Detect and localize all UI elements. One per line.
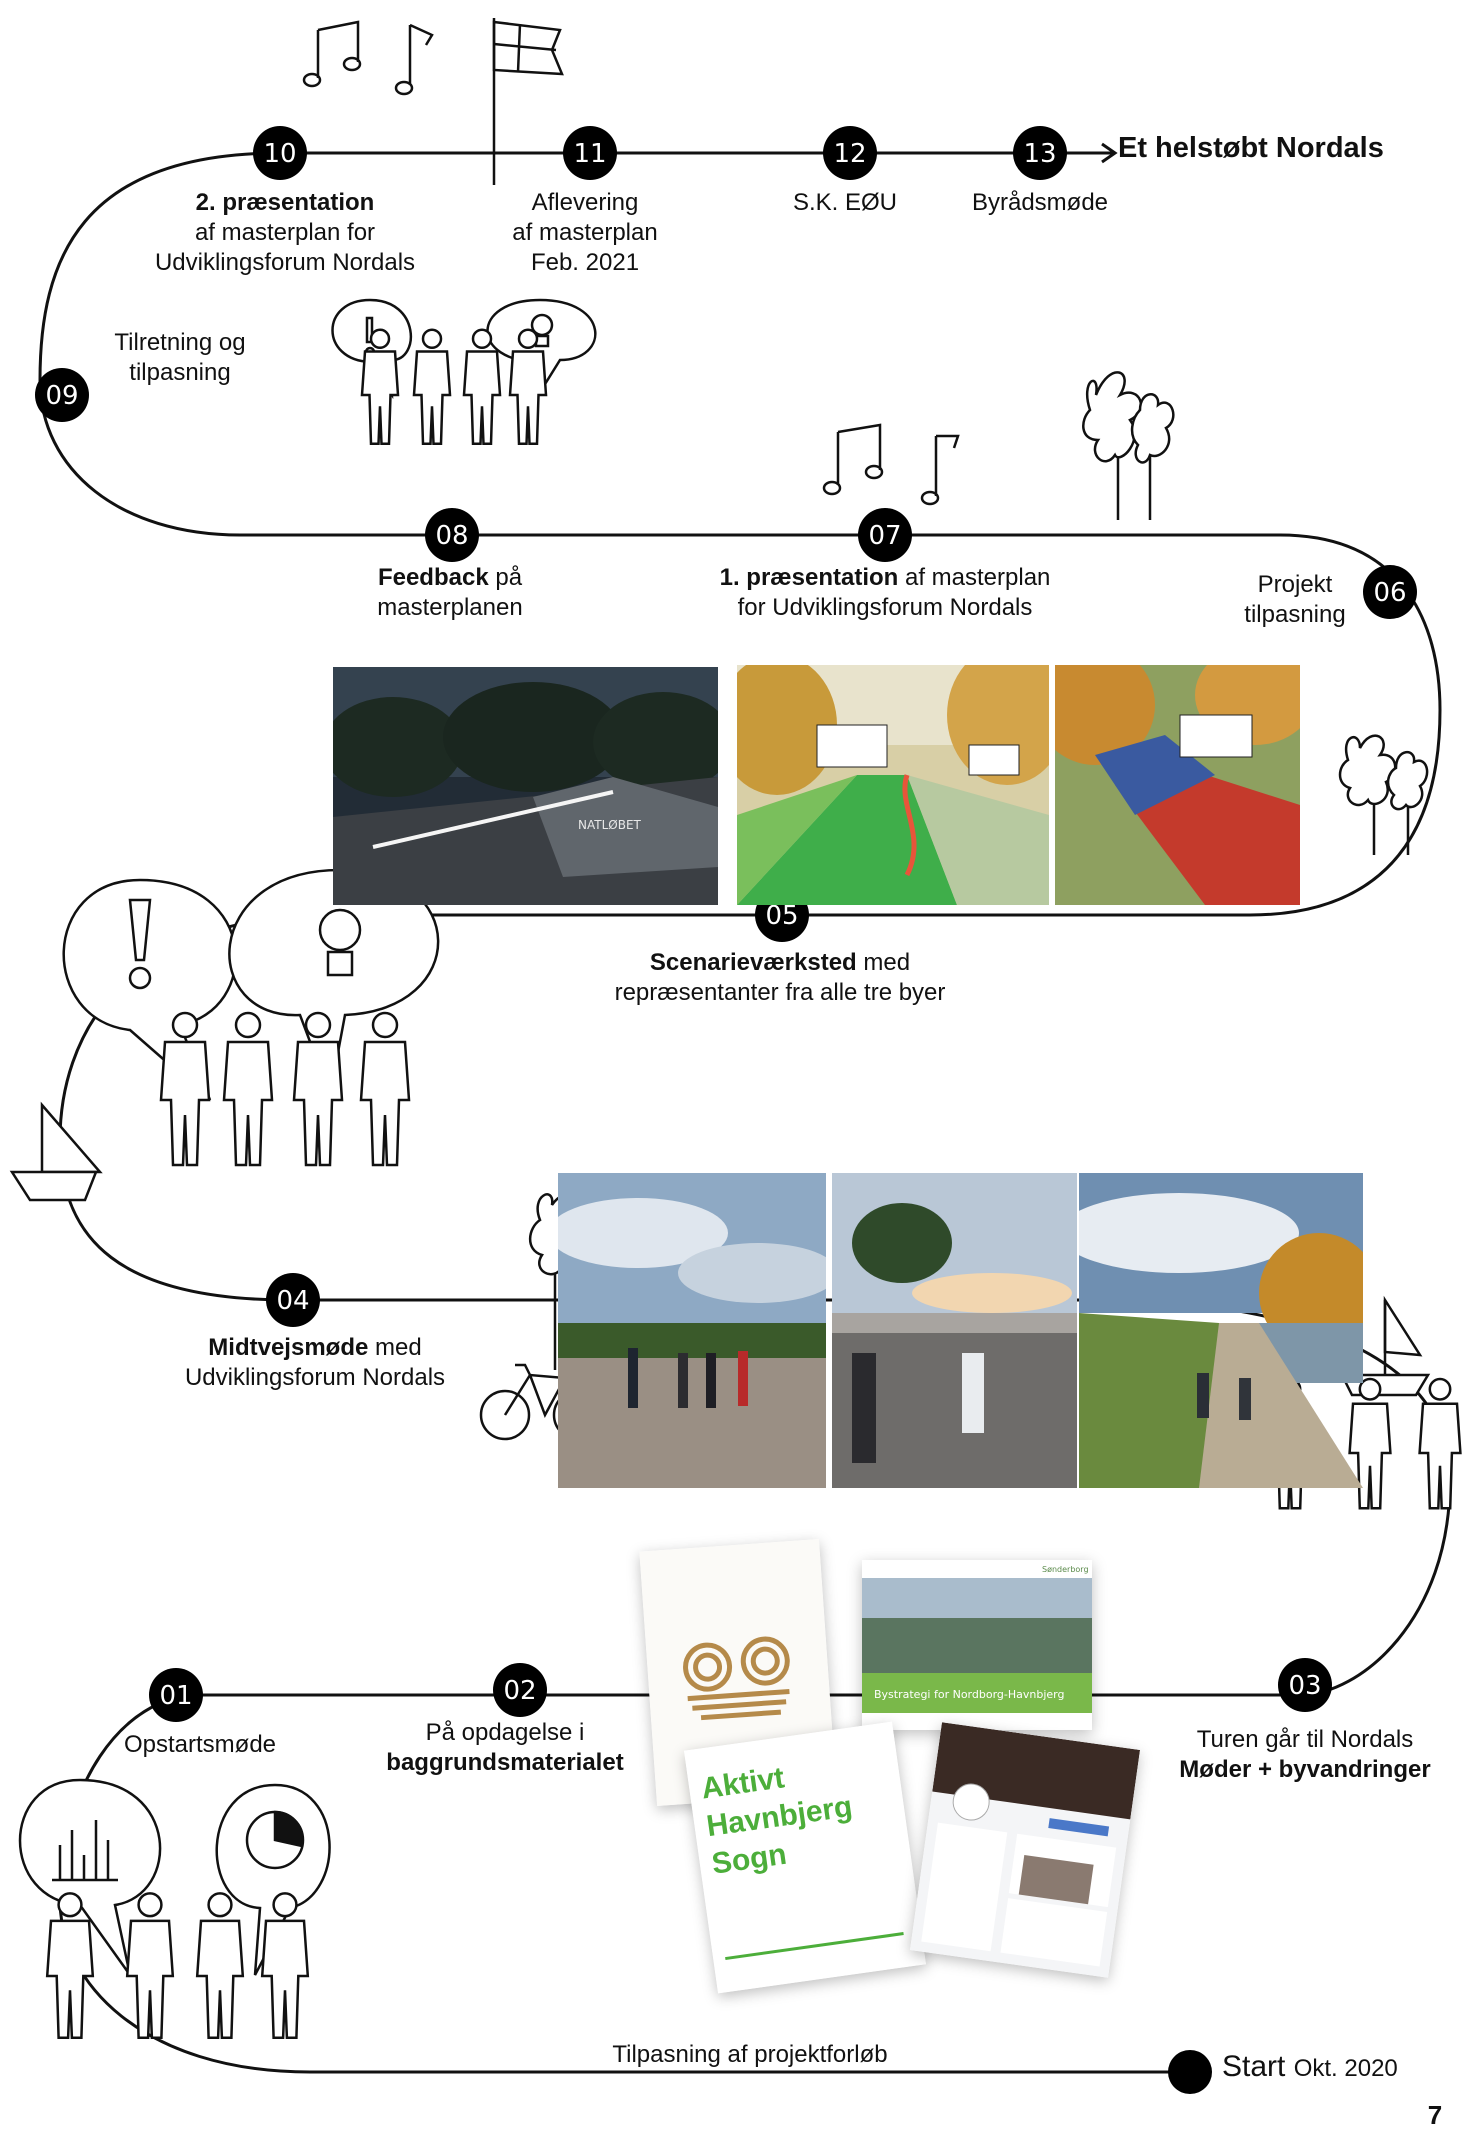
milestone-12-label: S.K. EØU bbox=[792, 189, 898, 216]
speech-bubble-chart bbox=[18, 1778, 162, 1976]
milestone-badge-09: 09 bbox=[35, 368, 89, 422]
meeting-photo-1 bbox=[558, 1173, 826, 1488]
sonderborg-logo: Sønderborg bbox=[1042, 1565, 1089, 1574]
red-path-rendering bbox=[1055, 665, 1300, 905]
milestone-badge-07: 07 bbox=[858, 508, 912, 562]
milestone-number-04: 04 bbox=[276, 1286, 309, 1316]
bystrategi-title: Bystrategi for Nordborg-Havnbjerg bbox=[874, 1688, 1064, 1701]
bottom-line-label: Tilpasning af projektforløb bbox=[612, 2041, 888, 2068]
people-group-start bbox=[45, 1892, 310, 2039]
milestone-number-01: 01 bbox=[159, 1681, 192, 1711]
milestone-badge-03: 03 bbox=[1278, 1658, 1332, 1712]
trees-icon-2 bbox=[1338, 734, 1429, 855]
music-notes-icon bbox=[302, 20, 434, 96]
milestone-number-05: 05 bbox=[765, 901, 798, 931]
speech-bubble-pie-chart bbox=[215, 1783, 331, 1976]
people-group-feedback bbox=[360, 328, 548, 445]
milestone-number-10: 10 bbox=[263, 139, 296, 169]
milestone-number-13: 13 bbox=[1023, 139, 1056, 169]
goal-label: Et helstøbt Nordals bbox=[1118, 132, 1384, 164]
milestone-number-07: 07 bbox=[868, 521, 901, 551]
tunnel-sign: NATLØBET bbox=[578, 818, 642, 832]
milestone-badge-02: 02 bbox=[493, 1663, 547, 1717]
milestone-badge-04: 04 bbox=[266, 1273, 320, 1327]
start-dot bbox=[1168, 2050, 1212, 2094]
meeting-photo-3 bbox=[1079, 1173, 1363, 1488]
trees-icon bbox=[1082, 371, 1175, 520]
milestone-number-02: 02 bbox=[503, 1676, 536, 1706]
document-bystrategi: Bystrategi for Nordborg-Havnbjerg Sønder… bbox=[862, 1560, 1092, 1730]
sailboat-icon bbox=[9, 1101, 103, 1202]
page-number: 7 bbox=[1427, 2100, 1443, 2130]
milestone-badge-06: 06 bbox=[1363, 565, 1417, 619]
start-label: Start Okt. 2020 bbox=[1222, 2050, 1398, 2083]
milestone-badge-12: 12 bbox=[823, 126, 877, 180]
milestone-number-12: 12 bbox=[833, 139, 866, 169]
milestone-13-label: Byrådsmøde bbox=[971, 189, 1109, 216]
tunnel-night-photo: NATLØBET bbox=[333, 667, 718, 905]
milestone-01-label: Opstartsmøde bbox=[123, 1731, 277, 1758]
bike-path-rendering bbox=[737, 665, 1049, 905]
milestone-number-11: 11 bbox=[573, 139, 606, 169]
milestone-badge-10: 10 bbox=[253, 126, 307, 180]
goal-arrow-line bbox=[1060, 142, 1118, 164]
milestone-badge-11: 11 bbox=[563, 126, 617, 180]
milestone-badge-13: 13 bbox=[1013, 126, 1067, 180]
music-notes-icon-2 bbox=[822, 423, 960, 506]
milestone-badge-08: 08 bbox=[425, 508, 479, 562]
milestone-number-03: 03 bbox=[1288, 1671, 1321, 1701]
document-aktivt-havnbjerg: Aktivt Havnbjerg Sogn bbox=[683, 1721, 927, 1994]
milestone-number-06: 06 bbox=[1373, 578, 1406, 608]
people-group-midway bbox=[159, 1011, 411, 1167]
meeting-photo-2 bbox=[832, 1173, 1077, 1488]
milestone-badge-01: 01 bbox=[149, 1668, 203, 1722]
milestone-number-08: 08 bbox=[435, 521, 468, 551]
document-facebook-page bbox=[909, 1722, 1141, 1978]
danish-flag-icon bbox=[492, 18, 564, 185]
speech-bubble-exclamation-large bbox=[62, 878, 237, 1101]
milestone-number-09: 09 bbox=[45, 381, 78, 411]
